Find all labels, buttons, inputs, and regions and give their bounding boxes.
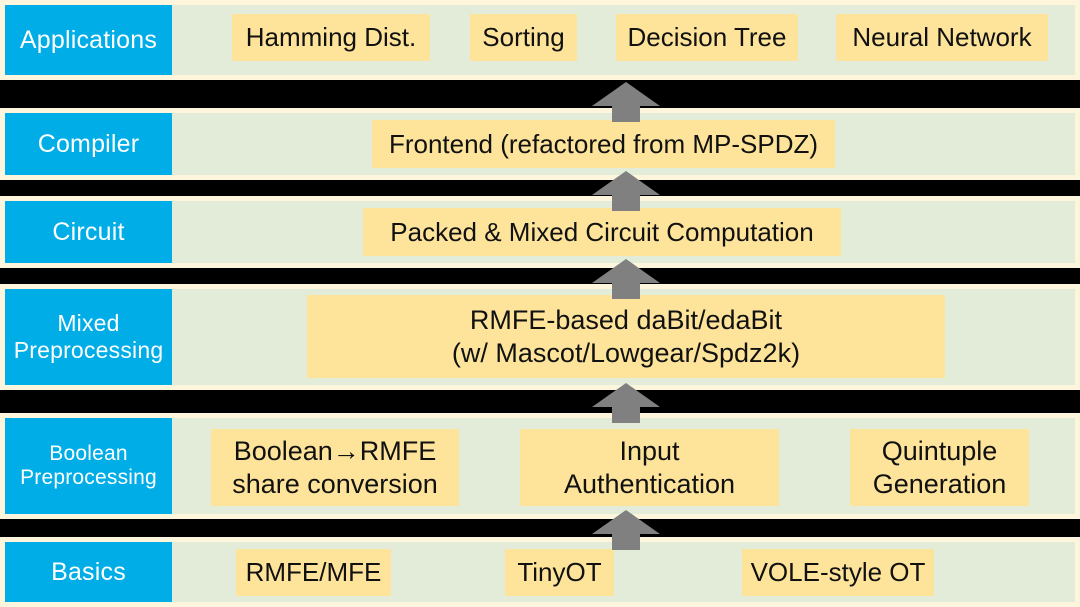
component-rmfe-dabit-line1: RMFE-based daBit/edaBit xyxy=(469,305,783,336)
component-input-authentication[interactable]: Input Authentication xyxy=(520,429,779,506)
layer-label-boolean-line2: Preprocessing xyxy=(20,466,157,489)
component-packed-mixed-circuit[interactable]: Packed & Mixed Circuit Computation xyxy=(363,208,841,256)
layer-label-basics[interactable]: Basics xyxy=(5,542,172,602)
component-decision-tree[interactable]: Decision Tree xyxy=(616,14,798,61)
layer-compiler: Compiler Frontend (refactored from MP-SP… xyxy=(0,108,1080,180)
component-vole-style-ot[interactable]: VOLE-style OT xyxy=(742,549,934,596)
layer-label-mixed-preprocessing[interactable]: Mixed Preprocessing xyxy=(5,289,172,385)
component-rmfe-dabit-line2: (w/ Mascot/Lowgear/Spdz2k) xyxy=(451,337,801,368)
component-input-auth-line1: Input xyxy=(619,436,680,467)
layer-circuit: Circuit Packed & Mixed Circuit Computati… xyxy=(0,196,1080,268)
component-hamming-dist[interactable]: Hamming Dist. xyxy=(232,14,430,61)
component-quintuple-generation[interactable]: Quintuple Generation xyxy=(850,429,1029,506)
component-frontend[interactable]: Frontend (refactored from MP-SPDZ) xyxy=(372,120,835,168)
arrow-basics-to-boolean xyxy=(590,508,662,550)
arrow-circuit-to-compiler xyxy=(590,169,662,211)
layer-label-applications[interactable]: Applications xyxy=(5,5,172,75)
component-share-conversion-line1: Boolean→RMFE xyxy=(233,436,437,467)
layer-label-boolean-preprocessing[interactable]: Boolean Preprocessing xyxy=(5,418,172,514)
component-rmfe-dabit-edabit[interactable]: RMFE-based daBit/edaBit (w/ Mascot/Lowge… xyxy=(307,295,945,378)
component-neural-network[interactable]: Neural Network xyxy=(836,14,1048,61)
component-tinyot[interactable]: TinyOT xyxy=(505,549,614,596)
layer-applications: Applications Hamming Dist. Sorting Decis… xyxy=(0,0,1080,80)
arrow-boolean-to-mixed xyxy=(590,381,662,423)
layer-label-compiler[interactable]: Compiler xyxy=(5,113,172,175)
arrow-mixed-to-circuit xyxy=(590,257,662,299)
layer-mixed-preprocessing: Mixed Preprocessing RMFE-based daBit/eda… xyxy=(0,284,1080,390)
layer-boolean-preprocessing: Boolean Preprocessing Boolean→RMFE share… xyxy=(0,413,1080,519)
component-input-auth-line2: Authentication xyxy=(563,468,736,499)
component-boolean-to-rmfe-share-conversion[interactable]: Boolean→RMFE share conversion xyxy=(211,429,459,506)
component-quintuple-line2: Generation xyxy=(872,468,1007,499)
component-rmfe-mfe[interactable]: RMFE/MFE xyxy=(236,549,391,596)
layer-label-circuit[interactable]: Circuit xyxy=(5,201,172,263)
layer-label-mixed-line2: Preprocessing xyxy=(13,337,164,363)
layer-label-mixed-line1: Mixed xyxy=(57,310,120,337)
component-share-conversion-line2: share conversion xyxy=(232,468,438,499)
arrow-compiler-to-applications xyxy=(590,80,662,122)
component-sorting[interactable]: Sorting xyxy=(470,14,577,61)
layer-label-boolean-line1: Boolean xyxy=(49,441,128,465)
component-quintuple-line1: Quintuple xyxy=(881,436,998,467)
layer-basics: Basics RMFE/MFE TinyOT VOLE-style OT xyxy=(0,537,1080,607)
